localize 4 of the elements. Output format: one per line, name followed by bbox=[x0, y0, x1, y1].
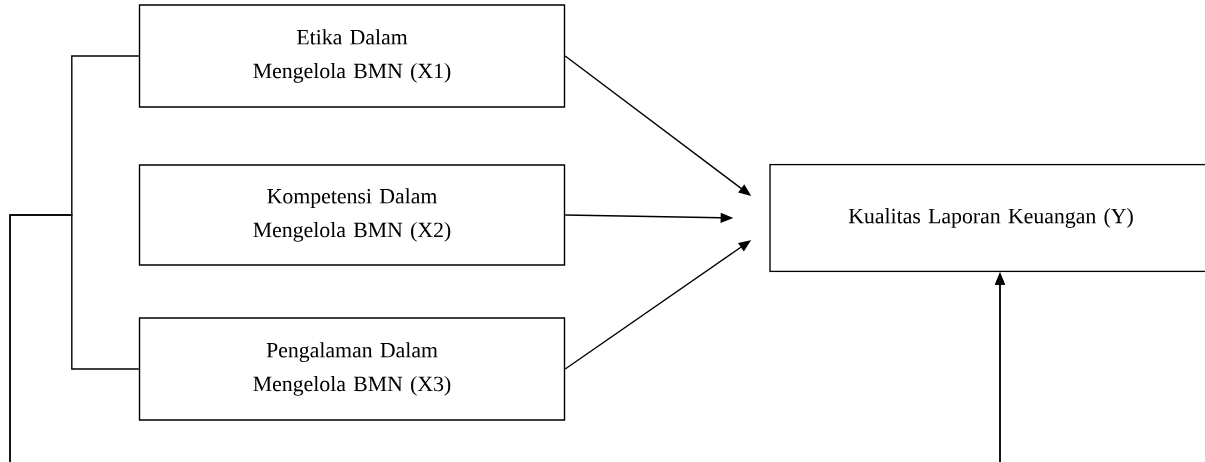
variable-box: Pengalaman Dalam Mengelola BMN (X3) bbox=[138, 317, 566, 421]
variable-box: Etika Dalam Mengelola BMN (X1) bbox=[138, 4, 566, 108]
variable-box: Kompetensi Dalam Mengelola BMN (X2) bbox=[138, 164, 566, 266]
variable-box: Kualitas Laporan Keuangan (Y) bbox=[769, 163, 1205, 273]
